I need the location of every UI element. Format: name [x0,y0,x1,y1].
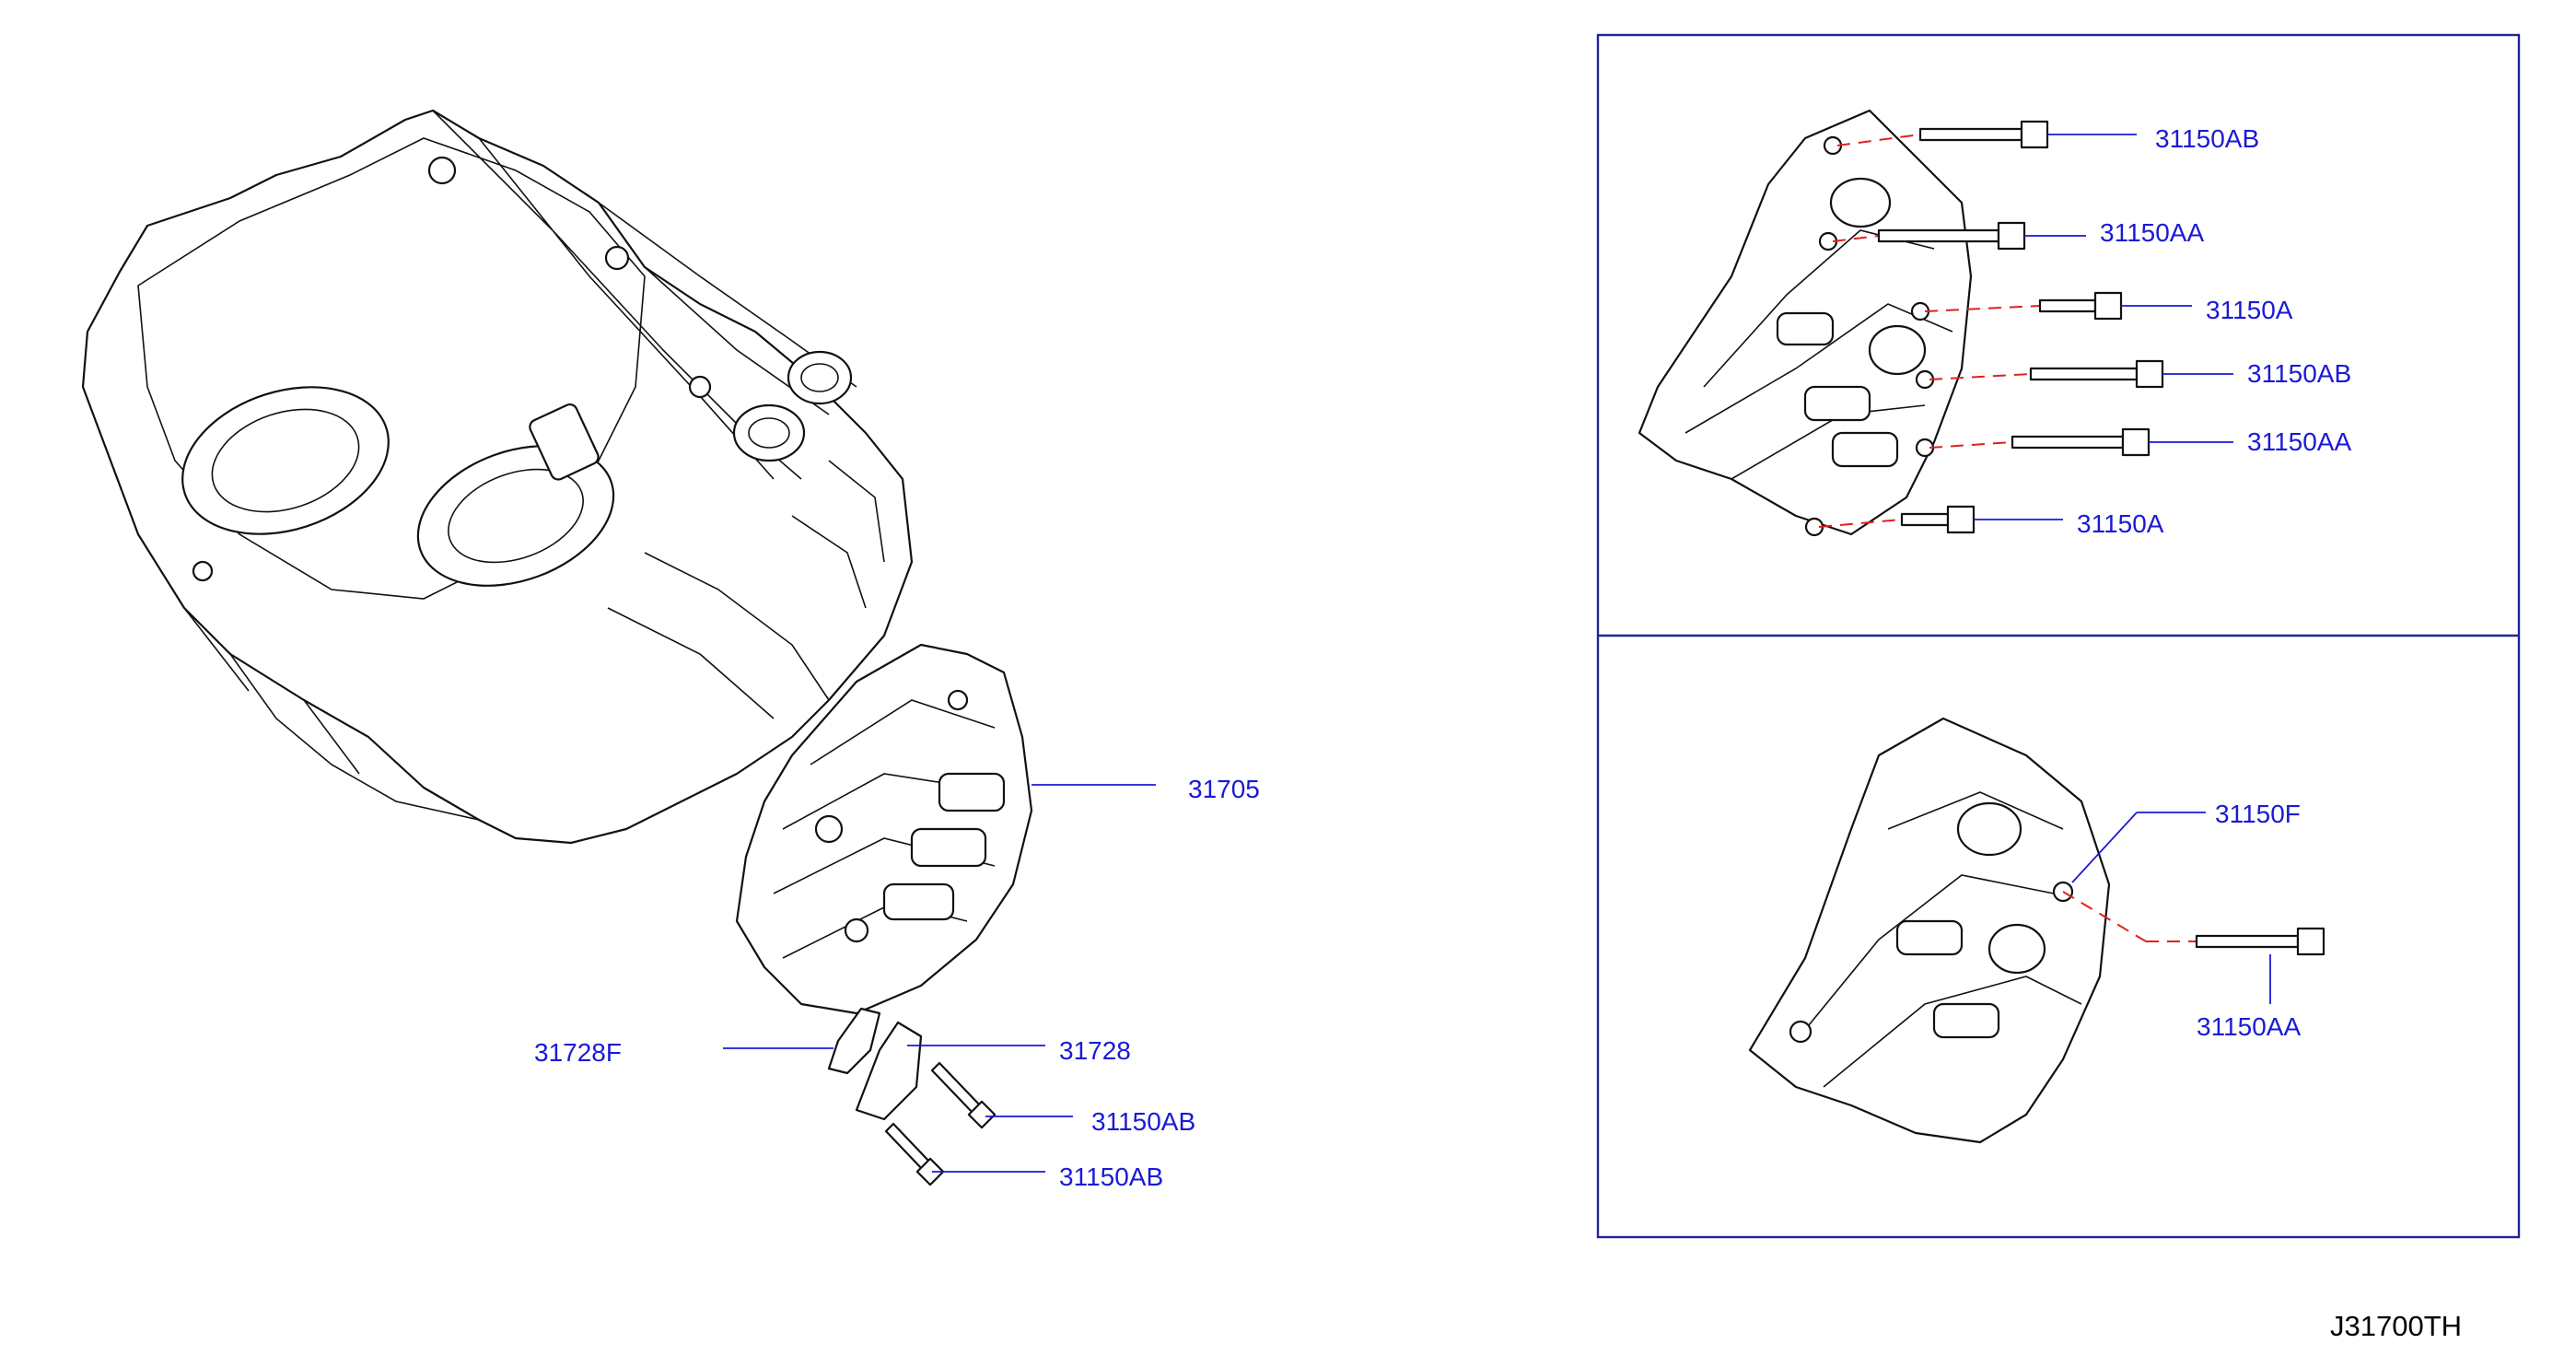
gasket-and-bracket-drawing [827,1007,923,1121]
label-31705: 31705 [1188,775,1260,803]
bottom-detail-valve-body [1748,717,2111,1144]
label-top-4: 31150AB [2247,359,2351,388]
transmission-case-drawing [81,109,914,845]
diagram-code: J31700TH [2330,1310,2462,1342]
label-31728F: 31728F [534,1038,622,1067]
bottom-detail-bolt [2062,891,2325,956]
label-top-3: 31150A [2206,296,2293,324]
bottom-detail-callouts [2071,812,2271,1004]
detail-frames [1596,33,2521,1239]
label-top-1: 31150AB [2155,124,2259,153]
label-31728: 31728 [1059,1036,1131,1065]
label-bolt-left-2: 31150AB [1059,1163,1163,1191]
label-bottom-aa: 31150AA [2197,1012,2301,1041]
bolts-left-drawing [884,1061,997,1186]
label-bottom-f: 31150F [2215,800,2301,828]
top-detail-bolts [1818,120,2164,534]
label-top-6: 31150A [2077,509,2164,538]
control-valve-body-drawing [735,643,1033,1015]
label-top-2: 31150AA [2100,218,2204,247]
top-detail-callouts [1974,134,2233,520]
label-top-5: 31150AA [2247,427,2351,456]
left-callouts [723,784,1156,1173]
top-detail-valve-body [1638,109,1973,537]
label-bolt-left-1: 31150AB [1091,1107,1195,1136]
